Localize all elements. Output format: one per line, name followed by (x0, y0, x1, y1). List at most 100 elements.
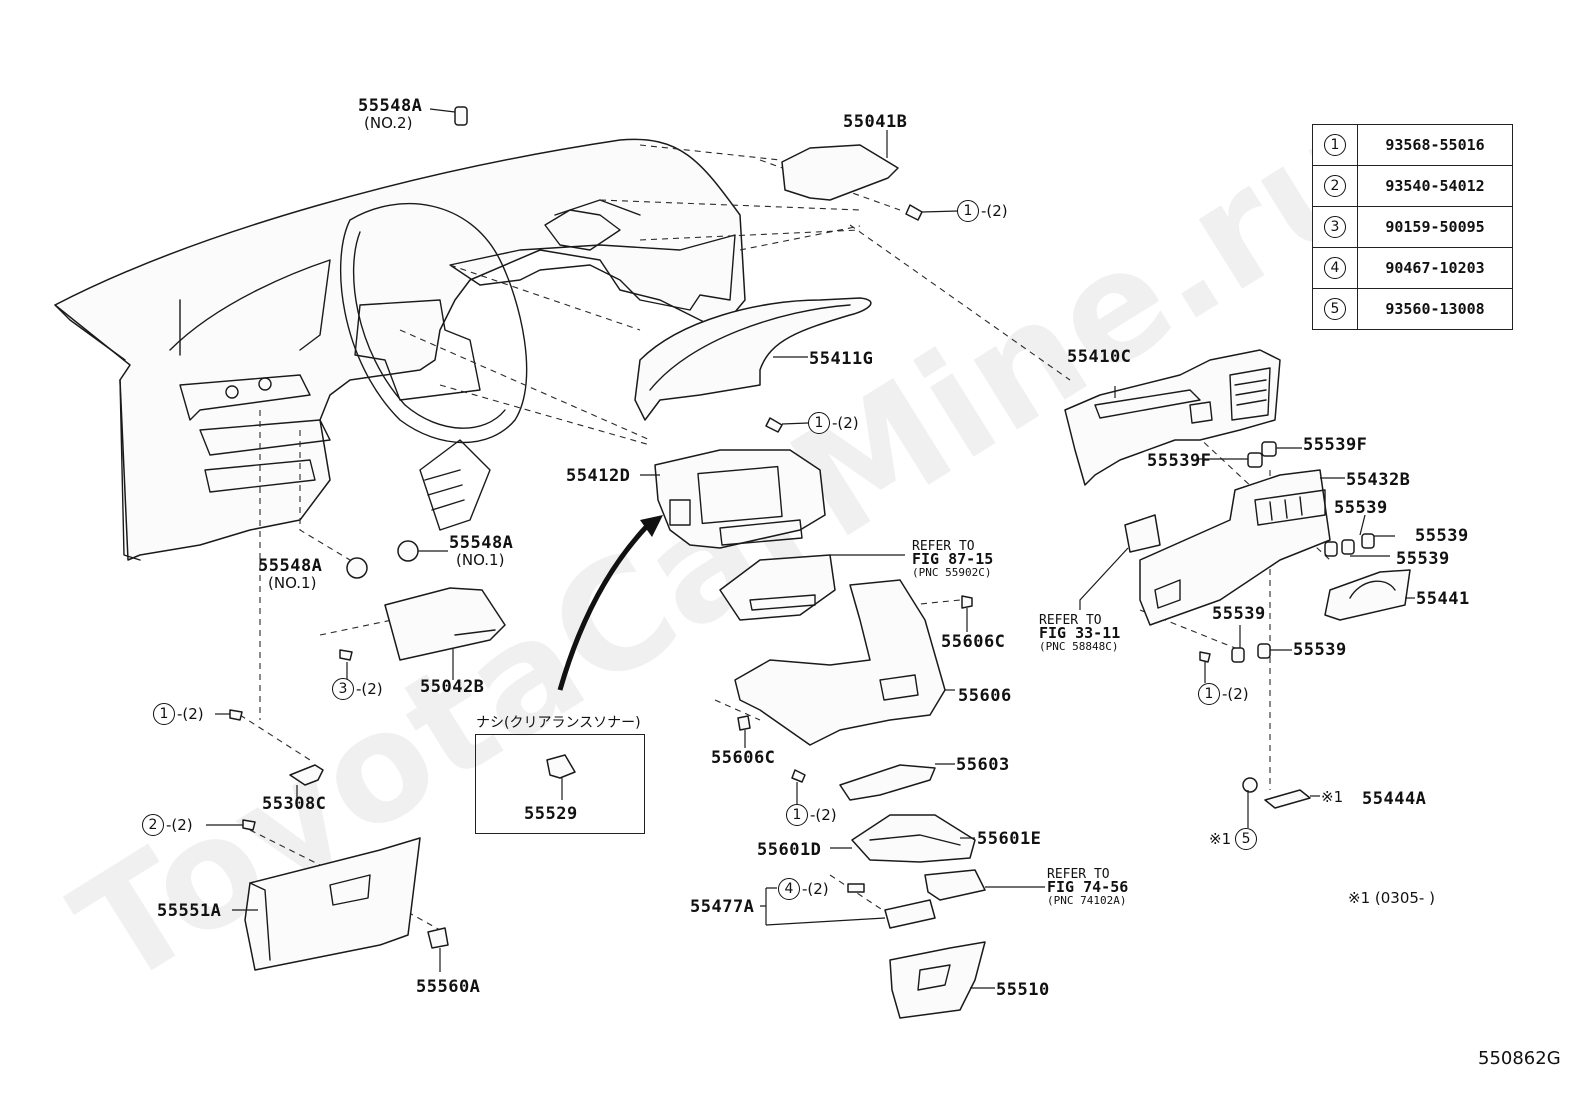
callout-55606C-a[interactable]: 55606C (941, 632, 1006, 652)
legend-part-number: 93560-13008 (1357, 288, 1513, 330)
callout-55539-e[interactable]: 55539 (1293, 640, 1347, 660)
callout-55601E[interactable]: 55601E (977, 829, 1042, 849)
callout-55539F-a[interactable]: 55539F (1303, 435, 1368, 455)
bracket-55444A (1199, 651, 1320, 828)
callout-55606C-b[interactable]: 55606C (711, 748, 776, 768)
lock-55560A (427, 927, 449, 972)
fastener-callout[interactable]: 3 -(2) (332, 678, 383, 700)
fastener-key: 1 (153, 703, 175, 725)
fastener-callout[interactable]: 1 -(2) (786, 804, 837, 826)
reference-figure: FIG 74-56 (1047, 878, 1129, 896)
callout-55548A-no1-b-sub: (NO.1) (456, 551, 505, 569)
callout-55041B[interactable]: 55041B (843, 112, 908, 132)
legend-key: 5 (1324, 298, 1346, 320)
legend-key: 4 (1324, 257, 1346, 279)
reference-note[interactable]: REFER TO FIG 87-15 (PNC 55902C) (912, 540, 993, 579)
legend-row: 5 93560-13008 (1312, 288, 1513, 330)
fastener-key: 1 (808, 412, 830, 434)
callout-55539-a[interactable]: 55539 (1334, 498, 1388, 518)
switch-55539F (1198, 441, 1302, 468)
callout-55410C[interactable]: 55410C (1067, 347, 1132, 367)
reference-figure: FIG 87-15 (912, 550, 994, 568)
callout-55441[interactable]: 55441 (1416, 589, 1470, 609)
panel-55432B (1139, 469, 1345, 626)
callout-55548A-no2[interactable]: 55548A (358, 96, 423, 116)
reference-note[interactable]: REFER TO FIG 74-56 (PNC 74102A) (1047, 868, 1128, 907)
callout-55412D[interactable]: 55412D (566, 466, 631, 486)
callout-55411G[interactable]: 55411G (809, 349, 874, 369)
center-cluster-55412D (640, 449, 826, 549)
legend-row: 1 93568-55016 (1312, 124, 1513, 166)
reference-line: REFER TO (1047, 867, 1110, 882)
callout-55444A[interactable]: 55444A (1362, 789, 1427, 809)
fastener-key: 1 (1198, 683, 1220, 705)
fastener-callout[interactable]: 2 -(2) (142, 814, 193, 836)
fastener-qty: -(2) (832, 414, 859, 432)
reference-figure: FIG 33-11 (1039, 624, 1121, 642)
legend-key: 3 (1324, 216, 1346, 238)
fastener-callout[interactable]: 1 -(2) (957, 200, 1008, 222)
callout-55548A-no1-a[interactable]: 55548A (258, 556, 323, 576)
fastener-callout[interactable]: 1 -(2) (808, 412, 859, 434)
fastener-qty: -(2) (356, 680, 383, 698)
callout-55548A-no2-sub: (NO.2) (364, 114, 413, 132)
callout-55601D[interactable]: 55601D (757, 840, 822, 860)
callout-55548A-no1-a-sub: (NO.1) (268, 574, 317, 592)
callout-55529[interactable]: 55529 (524, 804, 578, 824)
callout-55432B[interactable]: 55432B (1346, 470, 1411, 490)
callout-55560A[interactable]: 55560A (416, 977, 481, 997)
cover-55042B (339, 587, 506, 680)
legend-row: 2 93540-54012 (1312, 165, 1513, 207)
tray-55601 (830, 814, 976, 863)
legend-part-number: 90159-50095 (1357, 206, 1513, 248)
audio-unit-ref (719, 554, 905, 621)
fastener-callout[interactable]: 4 -(2) (778, 878, 829, 900)
fastener-qty: -(2) (1222, 685, 1249, 703)
callout-55042B[interactable]: 55042B (420, 677, 485, 697)
fastener-callout[interactable]: 1 -(2) (153, 703, 204, 725)
arrow-indicator (557, 523, 650, 691)
switch-ref (1079, 514, 1161, 610)
fastener-callout[interactable]: ※1 5 (1209, 828, 1259, 850)
callout-55510[interactable]: 55510 (996, 980, 1050, 1000)
bracket-55603 (791, 763, 955, 805)
bezel-55441 (1324, 569, 1415, 621)
panel-55411G (634, 297, 872, 433)
reference-note[interactable]: REFER TO FIG 33-11 (PNC 58848C) (1039, 614, 1120, 653)
legend-part-number: 93568-55016 (1357, 124, 1513, 166)
fastener-qty: -(2) (166, 816, 193, 834)
fastener-qty: -(2) (802, 880, 829, 898)
fastener-qty: -(2) (981, 202, 1008, 220)
panel-55510 (889, 941, 995, 1019)
striker-55308C (215, 709, 324, 805)
fastener-key: 1 (957, 200, 979, 222)
fastener-key: 5 (1235, 828, 1258, 850)
option-box-label: ナシ(クリアランスソナー) (476, 715, 641, 731)
reference-line: REFER TO (912, 539, 975, 554)
option-box (475, 734, 645, 834)
legend-part-number: 93540-54012 (1357, 165, 1513, 207)
fastener-qty: -(2) (810, 806, 837, 824)
callout-55539-c[interactable]: 55539 (1396, 549, 1450, 569)
callout-55539-d[interactable]: 55539 (1212, 604, 1266, 624)
callout-55477A[interactable]: 55477A (690, 897, 755, 917)
callout-55444A-mark: ※1 (1321, 788, 1344, 806)
callout-55539F-b[interactable]: 55539F (1147, 451, 1212, 471)
callout-55539-b[interactable]: 55539 (1415, 526, 1469, 546)
callout-55603[interactable]: 55603 (956, 755, 1010, 775)
fastener-callout[interactable]: 1 -(2) (1198, 683, 1249, 705)
footnote: ※1 (0305- ) (1348, 889, 1435, 907)
legend-key: 2 (1324, 175, 1346, 197)
fastener-qty: -(2) (177, 705, 204, 723)
reference-pnc: (PNC 74102A) (1047, 894, 1127, 907)
arrow-head (640, 515, 663, 537)
callout-55308C[interactable]: 55308C (262, 794, 327, 814)
callout-55551A[interactable]: 55551A (157, 901, 222, 921)
callout-55606[interactable]: 55606 (958, 686, 1012, 706)
fastener-prefix: ※1 (1209, 830, 1232, 848)
glove-box-55551A (206, 819, 421, 971)
legend-row: 3 90159-50095 (1312, 206, 1513, 248)
callout-55548A-no1-b[interactable]: 55548A (449, 533, 514, 553)
